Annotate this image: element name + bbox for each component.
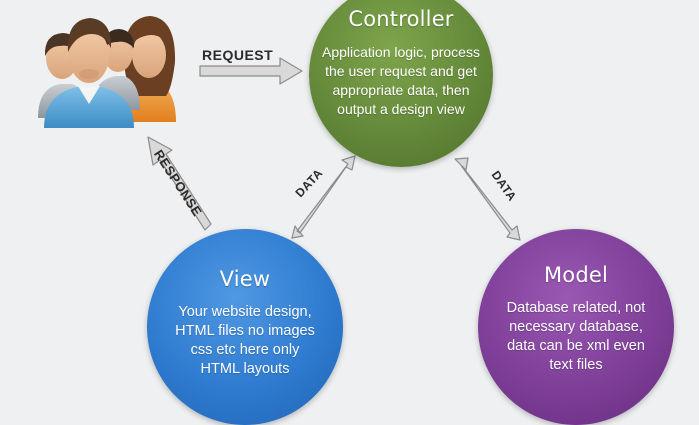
user-group-icon — [38, 16, 176, 128]
response-arrow — [147, 136, 212, 231]
view-description: Your website design, HTML files no image… — [175, 304, 315, 377]
mvc-diagram: Controller Application logic, process th… — [38, 0, 674, 425]
controller-node: Controller Application logic, process th… — [309, 0, 493, 167]
model-title: Model — [543, 263, 609, 287]
controller-description: Application logic, process the user requ… — [322, 44, 480, 117]
view-title: View — [219, 267, 271, 291]
model-node: Model Database related, not necessary da… — [478, 229, 674, 425]
model-description: Database related, not necessary database… — [506, 300, 646, 373]
request-label: REQUEST — [202, 47, 274, 63]
view-node: View Your website design, HTML files no … — [147, 229, 343, 425]
request-arrow — [199, 57, 303, 85]
connector-arrows — [147, 57, 521, 241]
data-right-arrow — [454, 157, 521, 241]
data-left-arrow — [291, 155, 356, 239]
controller-title: Controller — [348, 7, 454, 31]
